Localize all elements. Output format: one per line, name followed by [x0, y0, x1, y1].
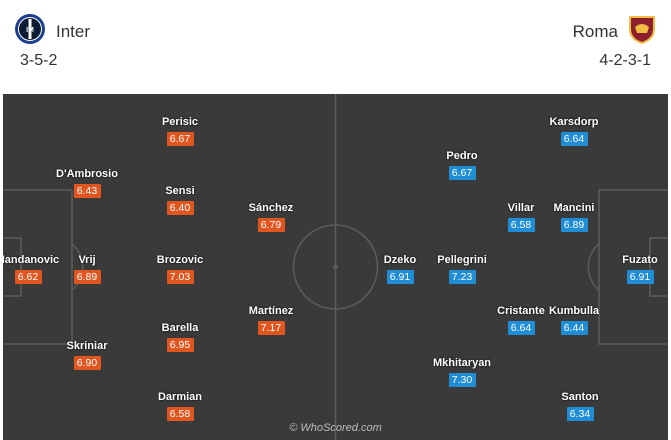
player-rating: 6.62 — [14, 270, 42, 284]
player-rating: 6.34 — [566, 407, 594, 421]
player-cristante[interactable]: Cristante 6.64 — [476, 305, 566, 336]
away-team-name: Roma — [572, 22, 618, 41]
player-name: D'Ambrosio — [56, 168, 118, 180]
player-rating: 7.23 — [448, 270, 476, 284]
player-name: Barella — [161, 322, 199, 334]
player-name: Skriniar — [66, 340, 108, 352]
player-rating: 6.64 — [507, 321, 535, 335]
player-vrij[interactable]: Vrij 6.89 — [42, 254, 132, 285]
player-rating: 6.43 — [73, 184, 101, 198]
player-name: Kumbulla — [548, 305, 600, 317]
watermark: © WhoScored.com — [289, 422, 382, 434]
player-name: Cristante — [497, 305, 545, 317]
player-rating: 6.79 — [257, 218, 285, 232]
player-rating: 6.90 — [73, 356, 101, 370]
player-name: Dzeko — [383, 254, 417, 266]
player-name: Mancini — [553, 202, 595, 214]
player-name: Karsdorp — [549, 116, 599, 128]
player-name: Pellegrini — [437, 254, 487, 266]
player-rating: 6.89 — [560, 218, 588, 232]
pitch-markings — [3, 94, 668, 440]
match-header: IM Inter 3-5-2 Roma 4-2-3-1 — [0, 0, 671, 94]
player-skriniar[interactable]: Skriniar 6.90 — [42, 340, 132, 371]
player-rating: 6.89 — [73, 270, 101, 284]
player-rating: 6.95 — [166, 338, 194, 352]
player-darmian[interactable]: Darmian 6.58 — [135, 391, 225, 422]
player-rating: 6.64 — [560, 132, 588, 146]
home-team-name: Inter — [56, 22, 91, 41]
player-rating: 7.03 — [166, 270, 194, 284]
player-handanovic[interactable]: Handanovic 6.62 — [3, 254, 73, 285]
player-sanchez[interactable]: Sánchez 6.79 — [226, 202, 316, 233]
player-dambrosio[interactable]: D'Ambrosio 6.43 — [42, 168, 132, 199]
player-barella[interactable]: Barella 6.95 — [135, 322, 225, 353]
player-rating: 6.67 — [166, 132, 194, 146]
player-name: Villar — [507, 202, 535, 214]
player-martinez[interactable]: Martínez 7.17 — [226, 305, 316, 336]
player-brozovic[interactable]: Brozovic 7.03 — [135, 254, 225, 285]
player-name: Sensi — [165, 185, 195, 197]
player-rating: 6.67 — [448, 166, 476, 180]
player-rating: 6.91 — [386, 270, 414, 284]
player-rating: 6.44 — [560, 321, 588, 335]
player-pedro[interactable]: Pedro 6.67 — [417, 150, 507, 181]
inter-crest-icon: IM — [15, 14, 45, 44]
pitch: Handanovic 6.62 D'Ambrosio 6.43 Vrij 6.8… — [3, 94, 668, 440]
player-name: Darmian — [157, 391, 203, 403]
player-name: Brozovic — [156, 254, 204, 266]
player-name: Martínez — [248, 305, 294, 317]
home-formation: 3-5-2 — [20, 52, 58, 69]
svg-text:IM: IM — [26, 27, 34, 34]
player-rating: 6.91 — [626, 270, 654, 284]
player-santon[interactable]: Santon 6.34 — [535, 391, 625, 422]
player-perisic[interactable]: Perisic 6.67 — [135, 116, 225, 147]
player-name: Vrij — [78, 254, 96, 266]
roma-crest-icon — [629, 16, 655, 45]
player-name: Perisic — [161, 116, 199, 128]
player-fuzato[interactable]: Fuzato 6.91 — [595, 254, 668, 285]
player-karsdorp[interactable]: Karsdorp 6.64 — [529, 116, 619, 147]
player-mkhitaryan[interactable]: Mkhitaryan 7.30 — [417, 357, 507, 388]
player-name: Mkhitaryan — [432, 357, 492, 369]
player-rating: 7.17 — [257, 321, 285, 335]
player-kumbulla[interactable]: Kumbulla 6.44 — [529, 305, 619, 336]
player-name: Pedro — [446, 150, 478, 162]
player-villar[interactable]: Villar 6.58 — [476, 202, 566, 233]
player-rating: 6.58 — [507, 218, 535, 232]
player-pellegrini[interactable]: Pellegrini 7.23 — [417, 254, 507, 285]
player-rating: 7.30 — [448, 373, 476, 387]
away-formation: 4-2-3-1 — [599, 52, 651, 69]
player-name: Sánchez — [248, 202, 294, 214]
player-name: Santon — [561, 391, 599, 403]
player-rating: 6.40 — [166, 201, 194, 215]
player-dzeko[interactable]: Dzeko 6.91 — [355, 254, 445, 285]
player-rating: 6.58 — [166, 407, 194, 421]
player-name: Handanovic — [3, 254, 60, 266]
player-sensi[interactable]: Sensi 6.40 — [135, 185, 225, 216]
player-mancini[interactable]: Mancini 6.89 — [529, 202, 619, 233]
player-name: Fuzato — [622, 254, 658, 266]
